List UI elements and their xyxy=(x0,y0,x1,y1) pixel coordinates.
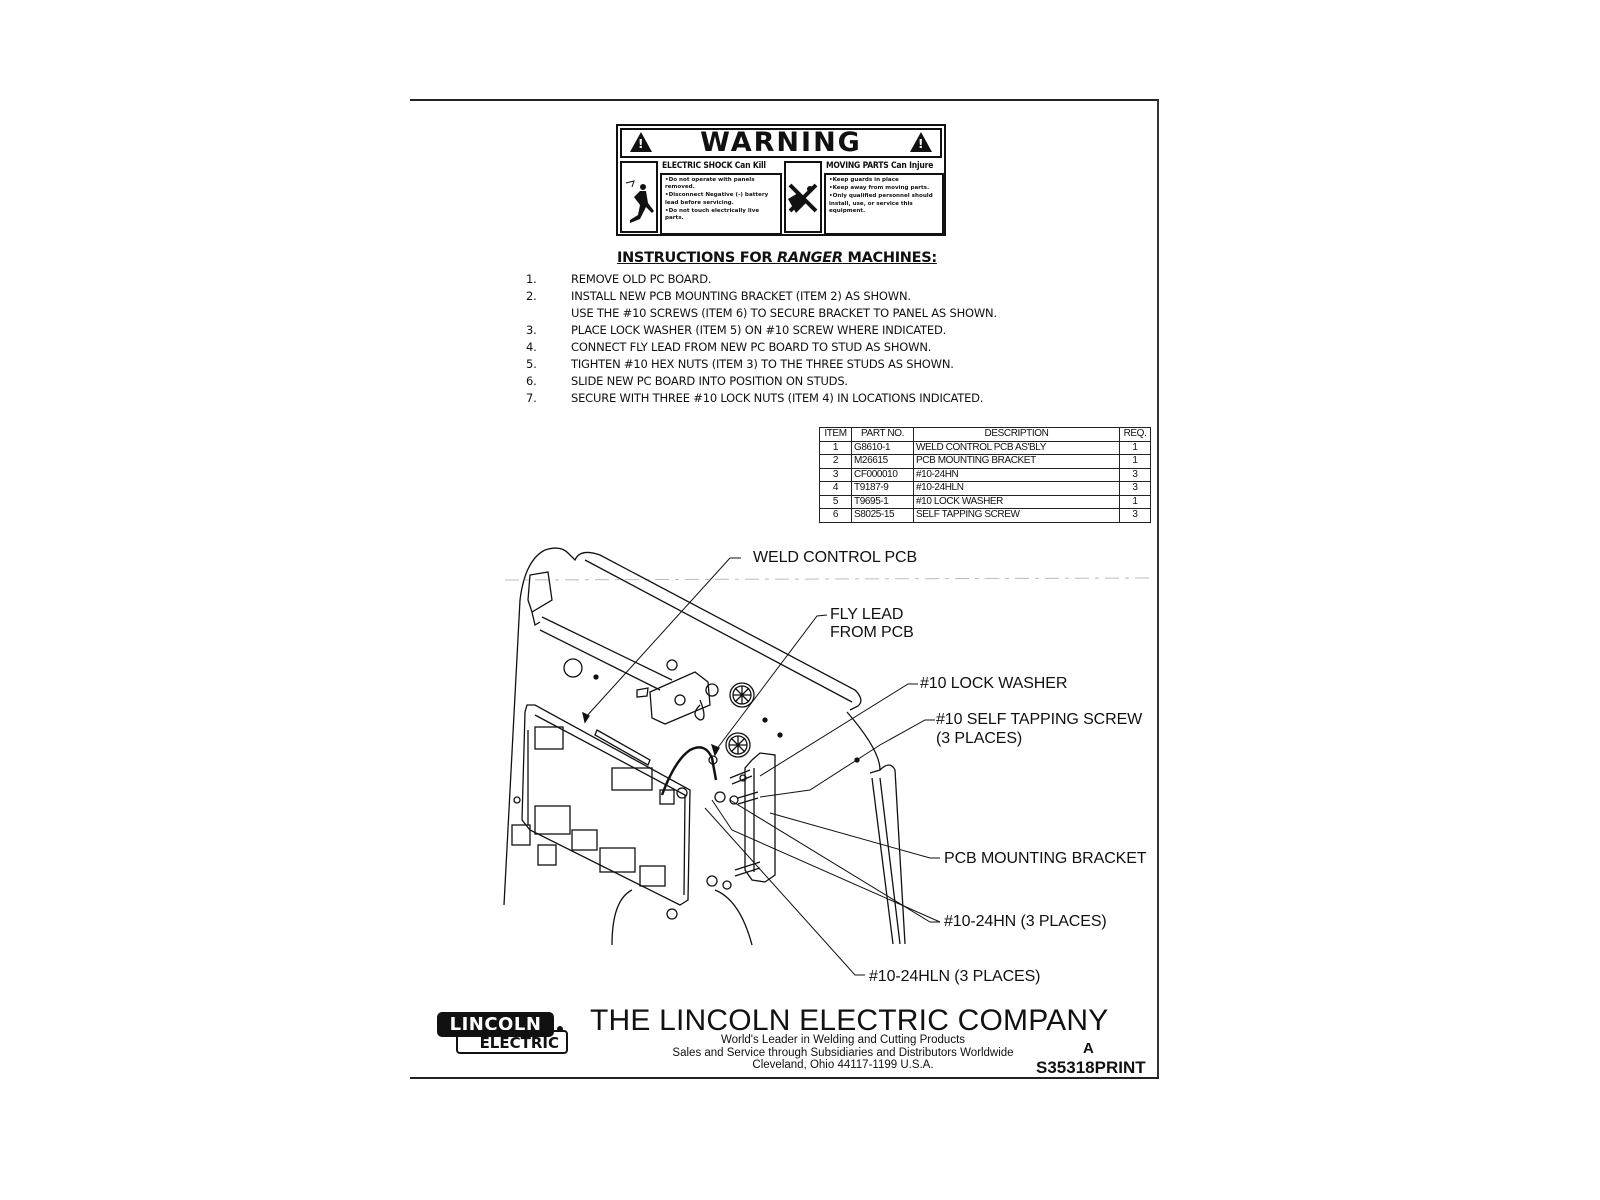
electric-shock-icon xyxy=(620,161,658,233)
lincoln-logo-bottom: ELECTRIC xyxy=(456,1030,568,1054)
tagline-line: Sales and Service through Subsidiaries a… xyxy=(672,1046,1014,1059)
step-text: SECURE WITH THREE #10 LOCK NUTS (ITEM 4)… xyxy=(571,391,984,405)
warning-header: WARNING xyxy=(620,128,942,158)
step-number: 5. xyxy=(526,357,537,371)
instructions-title: INSTRUCTIONS FOR RANGER MACHINES: xyxy=(617,250,937,266)
part-no-cell: G8610-1 xyxy=(851,440,914,455)
step-number: 6. xyxy=(526,374,537,388)
instruction-step: 1. REMOVE OLD PC BOARD. xyxy=(526,271,997,288)
page-border-top xyxy=(410,99,1158,101)
instruction-step: 6. SLIDE NEW PC BOARD INTO POSITION ON ST… xyxy=(526,373,997,390)
logo-dot xyxy=(557,1026,563,1032)
callout-lock-washer: #10 LOCK WASHER xyxy=(920,675,1068,692)
electric-shock-heading: ELECTRIC SHOCK Can Kill xyxy=(662,161,766,171)
column-header: DESCRIPTION xyxy=(913,427,1120,442)
step-number: 4. xyxy=(526,340,537,354)
parts-table-header: ITEM PART NO. DESCRIPTION REQ. xyxy=(819,427,1151,442)
tagline-address: Cleveland, Ohio 44117-1199 U.S.A. xyxy=(752,1059,934,1071)
instructions-title-suffix: MACHINES: xyxy=(842,250,937,266)
instruction-steps: 1. REMOVE OLD PC BOARD. 2. INSTALL NEW PCB… xyxy=(526,271,997,407)
page-border-bottom xyxy=(410,1077,1159,1079)
callout-lock-nut: #10-24HLN (3 PLACES) xyxy=(869,968,1041,985)
instruction-step: 3. PLACE LOCK WASHER (ITEM 5) ON #10 SCRE… xyxy=(526,322,997,339)
req-cell: 1 xyxy=(1119,454,1151,469)
instruction-step: 2. INSTALL NEW PCB MOUNTING BRACKET (ITEM… xyxy=(526,288,997,305)
step-text: PLACE LOCK WASHER (ITEM 5) ON #10 SCREW … xyxy=(571,323,947,337)
warning-triangle-icon xyxy=(630,132,652,152)
instruction-step: 5. TIGHTEN #10 HEX NUTS (ITEM 3) TO THE T… xyxy=(526,356,997,373)
callout-pcb-mounting-bracket: PCB MOUNTING BRACKET xyxy=(944,850,1147,867)
description-cell: SELF TAPPING SCREW xyxy=(913,508,1120,523)
callout-fly-lead-line2: FROM PCB xyxy=(830,624,914,641)
warning-bullet: •Keep guards in place xyxy=(829,177,899,183)
warning-label: WARNING ELECTRIC SHOCK Can Kill •Do not … xyxy=(616,124,946,236)
electric-shock-instructions: •Do not operate with panels removed. •Di… xyxy=(660,173,782,235)
part-no-cell: M26615 xyxy=(851,454,914,469)
description-cell: #10-24HN xyxy=(913,467,1120,482)
req-cell: 3 xyxy=(1119,467,1151,482)
warning-triangle-icon xyxy=(910,132,932,152)
warning-bullet: •Do not operate with panels removed. xyxy=(665,177,755,191)
revision-letter: A xyxy=(1083,1040,1094,1057)
description-cell: #10 LOCK WASHER xyxy=(913,494,1120,509)
moving-parts-instructions: •Keep guards in place •Keep away from mo… xyxy=(824,173,944,235)
instructions-title-machine: RANGER xyxy=(777,250,843,266)
document-number: S35318PRINT xyxy=(1036,1058,1146,1077)
step-number: 3. xyxy=(526,323,537,337)
warning-bullet: •Only qualified personnel should install… xyxy=(829,193,933,214)
step-number: 2. xyxy=(526,289,537,303)
page-border-right xyxy=(1157,99,1159,1079)
company-name: THE LINCOLN ELECTRIC COMPANY xyxy=(590,1004,1109,1037)
column-header: ITEM xyxy=(819,427,852,442)
instruction-step: 4. CONNECT FLY LEAD FROM NEW PC BOARD TO … xyxy=(526,339,997,356)
instructions-title-prefix: INSTRUCTIONS FOR xyxy=(617,250,778,266)
step-text: SLIDE NEW PC BOARD INTO POSITION ON STUD… xyxy=(571,374,848,388)
instruction-step: USE THE #10 SCREWS (ITEM 6) TO SECURE BR… xyxy=(526,305,997,322)
step-number: 7. xyxy=(526,391,537,405)
step-text: CONNECT FLY LEAD FROM NEW PC BOARD TO ST… xyxy=(571,340,932,354)
warning-bullet: •Disconnect Negative (-) battery lead be… xyxy=(665,192,769,206)
req-cell: 1 xyxy=(1119,440,1151,455)
req-cell: 3 xyxy=(1119,481,1151,496)
instruction-step: 7. SECURE WITH THREE #10 LOCK NUTS (ITEM … xyxy=(526,390,997,407)
part-no-cell: T9695-1 xyxy=(851,494,914,509)
column-header: REQ. xyxy=(1119,427,1151,442)
req-cell: 3 xyxy=(1119,508,1151,523)
callout-fly-lead-line1: FLY LEAD xyxy=(830,606,904,623)
tagline-line: World's Leader in Welding and Cutting Pr… xyxy=(720,1034,966,1046)
req-cell: 1 xyxy=(1119,494,1151,509)
warning-bullet: •Do not touch electrically live parts. xyxy=(665,207,760,222)
warning-title: WARNING xyxy=(700,127,862,158)
warning-bullet: •Keep away from moving parts. xyxy=(829,185,930,192)
description-cell: #10-24HLN xyxy=(913,481,1120,496)
callout-self-tapping-screw-line1: #10 SELF TAPPING SCREW xyxy=(936,711,1143,728)
part-no-cell: S8025-15 xyxy=(851,508,914,523)
company-tagline: World's Leader in Welding and Cutting Pr… xyxy=(640,1034,1046,1072)
callout-hex-nut: #10-24HN (3 PLACES) xyxy=(944,913,1107,930)
step-text: USE THE #10 SCREWS (ITEM 6) TO SECURE BR… xyxy=(571,306,997,320)
step-text: TIGHTEN #10 HEX NUTS (ITEM 3) TO THE THR… xyxy=(571,357,954,371)
description-cell: PCB MOUNTING BRACKET xyxy=(913,454,1120,469)
moving-parts-hand-icon xyxy=(784,161,822,233)
step-text: INSTALL NEW PCB MOUNTING BRACKET (ITEM 2… xyxy=(571,289,911,303)
callout-weld-control-pcb: WELD CONTROL PCB xyxy=(753,549,918,566)
step-text: REMOVE OLD PC BOARD. xyxy=(571,272,712,286)
callout-self-tapping-screw-line2: (3 PLACES) xyxy=(936,730,1023,747)
moving-parts-heading: MOVING PARTS Can Injure xyxy=(826,161,934,171)
step-number: 1. xyxy=(526,272,537,286)
